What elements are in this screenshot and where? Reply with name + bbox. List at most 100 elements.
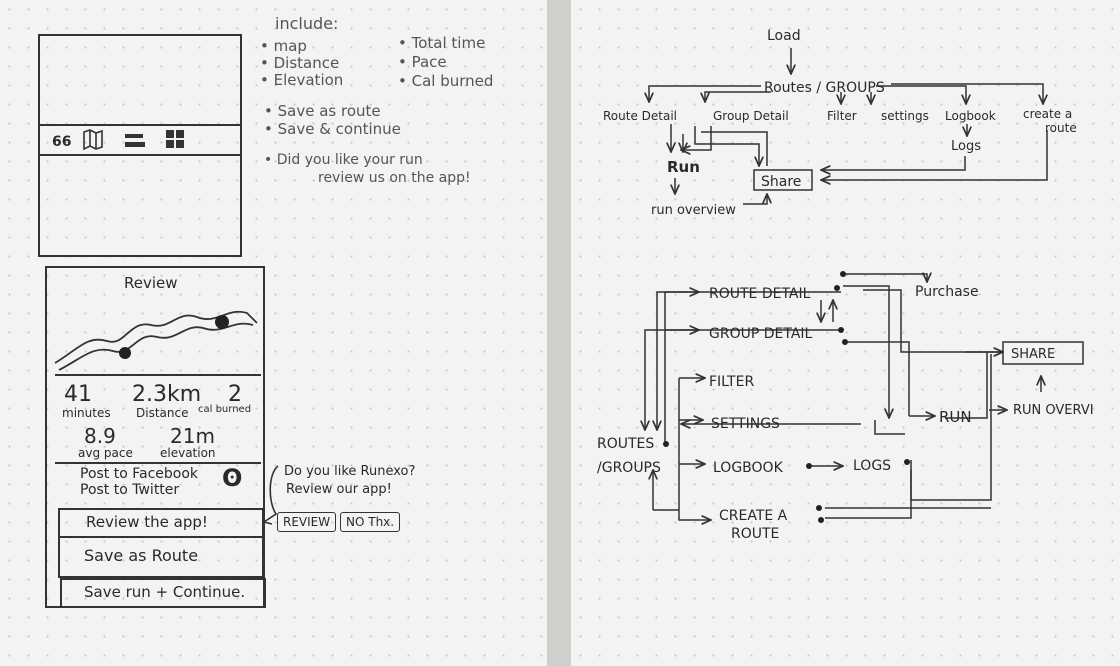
include-heading: include: — [275, 14, 339, 33]
popup-review-button[interactable]: REVIEW — [277, 512, 337, 532]
popup-no-thanks-button[interactable]: NO Thx. — [340, 512, 401, 532]
bottom-routes-groups-2: /GROUPS — [597, 460, 661, 476]
edge-rg-create — [678, 378, 711, 520]
review-title: Review — [124, 274, 178, 292]
edge-create-bus — [825, 470, 912, 519]
top-run: Run — [667, 158, 700, 176]
edge-run-share — [945, 352, 988, 419]
review-app-button[interactable]: Review the app! — [58, 508, 264, 538]
top-run-overview: run overview — [651, 203, 736, 218]
edge-routes-create — [891, 83, 1043, 104]
bottom-group-detail: GROUP DETAIL — [709, 326, 813, 342]
include-cal-burned: • Cal burned — [398, 72, 494, 90]
bottom-flow — [645, 274, 1084, 520]
wireframe-tabbar-top-line — [38, 124, 242, 126]
tabbar-icon-66: 66 — [52, 134, 72, 150]
popup-review-prompt: Review our app! — [286, 482, 392, 497]
note-review-line2: review us on the app! — [318, 170, 471, 186]
left-notebook-page: 66 include: • map • Distance • Elevation… — [0, 0, 547, 666]
bottom-nodes-dots — [663, 271, 910, 523]
bottom-run: RUN — [939, 408, 972, 426]
right-notebook-page: Load Routes / GROUPS Route Detail Group … — [571, 0, 1120, 666]
edge-settings-run — [874, 420, 905, 435]
bottom-create-route-1: CREATE A — [719, 508, 788, 524]
stat-calories-value: 2 — [228, 382, 242, 407]
edge-routes-logbook — [876, 85, 966, 104]
bottom-routes-groups-1: ROUTES — [597, 436, 654, 452]
top-routes-groups: Routes / GROUPS — [764, 80, 885, 96]
note-save-route: • Save as route — [264, 102, 381, 120]
edge-rg-routedetail — [664, 292, 699, 444]
bottom-filter: FILTER — [709, 374, 754, 390]
top-route-detail: Route Detail — [603, 109, 677, 123]
edge-routedetail-purchase — [843, 274, 927, 282]
list-icon — [125, 134, 145, 147]
top-create-route-1: create a — [1023, 107, 1072, 121]
app-flow-diagrams: Load Routes / GROUPS Route Detail Group … — [597, 28, 1094, 542]
popup-question: Do you like Runexo? — [284, 464, 416, 479]
stat-pace-label: avg pace — [78, 446, 133, 460]
stat-distance-label: Distance — [136, 406, 189, 420]
stat-pace-value: 8.9 — [84, 424, 116, 448]
review-app-label: Review the app! — [86, 513, 208, 531]
include-elevation: • Elevation — [260, 71, 344, 89]
include-map: • map — [260, 37, 307, 55]
save-route-button[interactable]: Save as Route — [58, 536, 264, 578]
top-filter: Filter — [827, 109, 857, 123]
include-list-col1: • map • Distance • Elevation — [260, 38, 343, 89]
post-facebook[interactable]: Post to Facebook — [80, 466, 199, 482]
edge-routes-routedetail — [649, 85, 761, 102]
bottom-purchase: Purchase — [915, 284, 979, 300]
top-create-route-2: route — [1045, 121, 1077, 135]
divider-stats — [55, 374, 261, 376]
stat-distance-value: 2.3km — [132, 382, 202, 407]
bottom-route-detail: ROUTE DETAIL — [709, 286, 811, 302]
edge-groupdetail-share — [694, 126, 759, 166]
elevation-route-sketch — [54, 310, 259, 376]
grid-icon — [166, 130, 184, 148]
top-group-detail: Group Detail — [713, 109, 789, 123]
bottom-run-overview: RUN OVERVI — [1013, 403, 1094, 418]
bottom-logs: LOGS — [853, 458, 891, 474]
edge-share-link — [701, 131, 768, 166]
include-total-time: • Total time — [398, 34, 486, 52]
social-logo-icon: ʘ — [222, 464, 243, 492]
edge-groupdetail-run-bus — [843, 341, 910, 416]
edge-groupdetail-back — [645, 329, 843, 430]
save-continue-button[interactable]: Save run + Continue. — [60, 578, 266, 608]
actions-list: • Save as route • Save & continue — [264, 102, 401, 138]
edge-routedetail-back — [657, 291, 841, 430]
stat-minutes-label: minutes — [62, 406, 111, 420]
bottom-share: SHARE — [1011, 347, 1055, 362]
bottom-create-route-2: ROUTE — [731, 526, 779, 542]
map-icon — [83, 129, 103, 151]
stat-minutes-value: 41 — [64, 382, 92, 407]
top-flow — [649, 48, 1048, 205]
note-review-line1: • Did you like your run — [264, 152, 423, 168]
edge-create-share — [821, 130, 1048, 180]
include-pace: • Pace — [398, 53, 447, 71]
popup-bracket — [262, 465, 279, 525]
edge-groupdetail-run — [681, 126, 712, 150]
edge-logs-share-bus — [910, 354, 992, 501]
wireframe-run-screen — [38, 34, 242, 257]
save-continue-label: Save run + Continue. — [84, 583, 246, 601]
edge-detail-share-bus — [863, 289, 1001, 353]
edge-routes-groupdetail — [705, 91, 771, 102]
notebook-gutter — [547, 0, 571, 666]
bottom-settings: SETTINGS — [711, 416, 780, 432]
note-save-continue: • Save & continue — [264, 120, 401, 138]
wireframe-tabbar-bottom-line — [38, 154, 242, 156]
bottom-logbook: LOGBOOK — [713, 460, 784, 476]
include-list-col2: • Total time • Pace • Cal burned — [398, 34, 493, 91]
stat-calories-label: cal burned — [198, 404, 252, 415]
top-settings: settings — [881, 109, 929, 123]
top-share: Share — [761, 174, 801, 190]
top-logbook: Logbook — [945, 109, 996, 123]
divider-social — [55, 462, 261, 464]
edge-routedetail-run — [843, 285, 889, 418]
post-twitter[interactable]: Post to Twitter — [80, 482, 180, 498]
share-box-top — [753, 169, 813, 191]
top-load: Load — [767, 28, 801, 44]
top-logs: Logs — [951, 139, 981, 154]
